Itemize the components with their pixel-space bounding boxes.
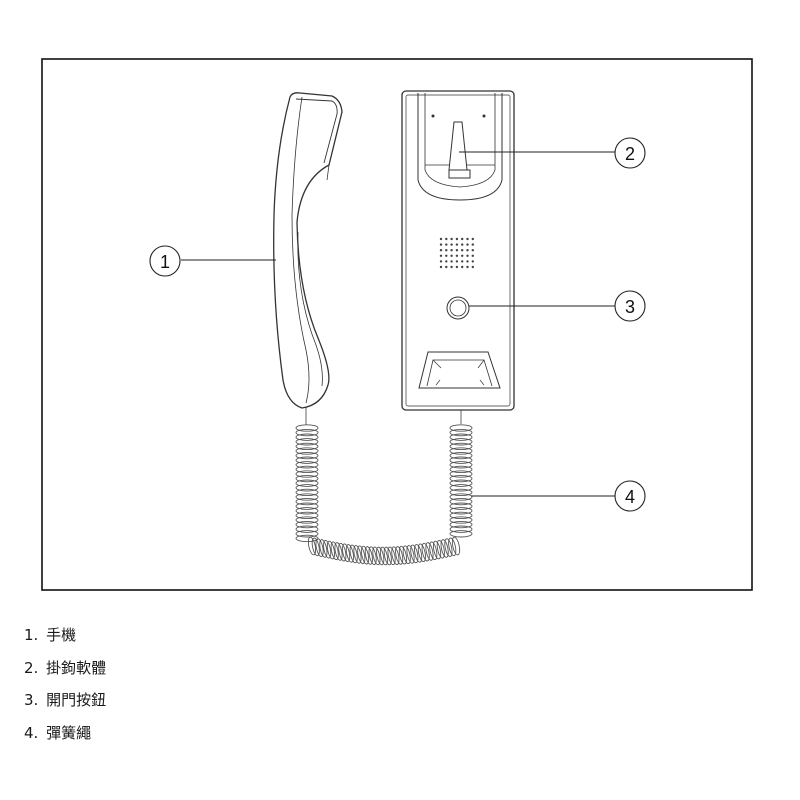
legend-item: 2. 掛鉤軟體 — [24, 655, 106, 688]
coiled-cord — [295, 405, 473, 566]
diagram-frame — [41, 58, 753, 591]
speaker-grille — [439, 237, 474, 269]
legend-number: 3. — [24, 691, 39, 709]
door-open-button — [446, 296, 470, 320]
wall-unit — [401, 90, 515, 411]
legend-number: 2. — [24, 658, 39, 677]
callout-1: 1 — [149, 245, 181, 277]
callout-3-number: 3 — [625, 297, 635, 317]
callout-3: 3 — [614, 290, 646, 322]
legend-number: 1. — [24, 626, 39, 644]
callout-2-number: 2 — [625, 144, 635, 164]
callout-2: 2 — [614, 137, 646, 169]
legend-item: 3. 開門按鈕 — [24, 687, 106, 720]
callout-4-number: 4 — [625, 487, 635, 507]
handset — [273, 92, 343, 409]
legend-label: 手機 — [46, 626, 77, 644]
legend-item: 1. 手機 — [24, 622, 106, 655]
callout-1-number: 1 — [160, 252, 170, 272]
hook-switch — [448, 121, 471, 179]
legend-number: 4. — [24, 723, 39, 742]
legend-label: 開門按鈕 — [46, 691, 107, 709]
leader-lines — [181, 151, 615, 497]
legend-item: 4. 彈簧繩 — [24, 720, 106, 753]
legend-label: 彈簧繩 — [46, 723, 92, 742]
legend-label: 掛鉤軟體 — [46, 658, 107, 677]
legend-list: 1. 手機 2. 掛鉤軟體 3. 開門按鈕 4. 彈簧繩 — [24, 622, 106, 752]
callout-4: 4 — [614, 480, 646, 512]
